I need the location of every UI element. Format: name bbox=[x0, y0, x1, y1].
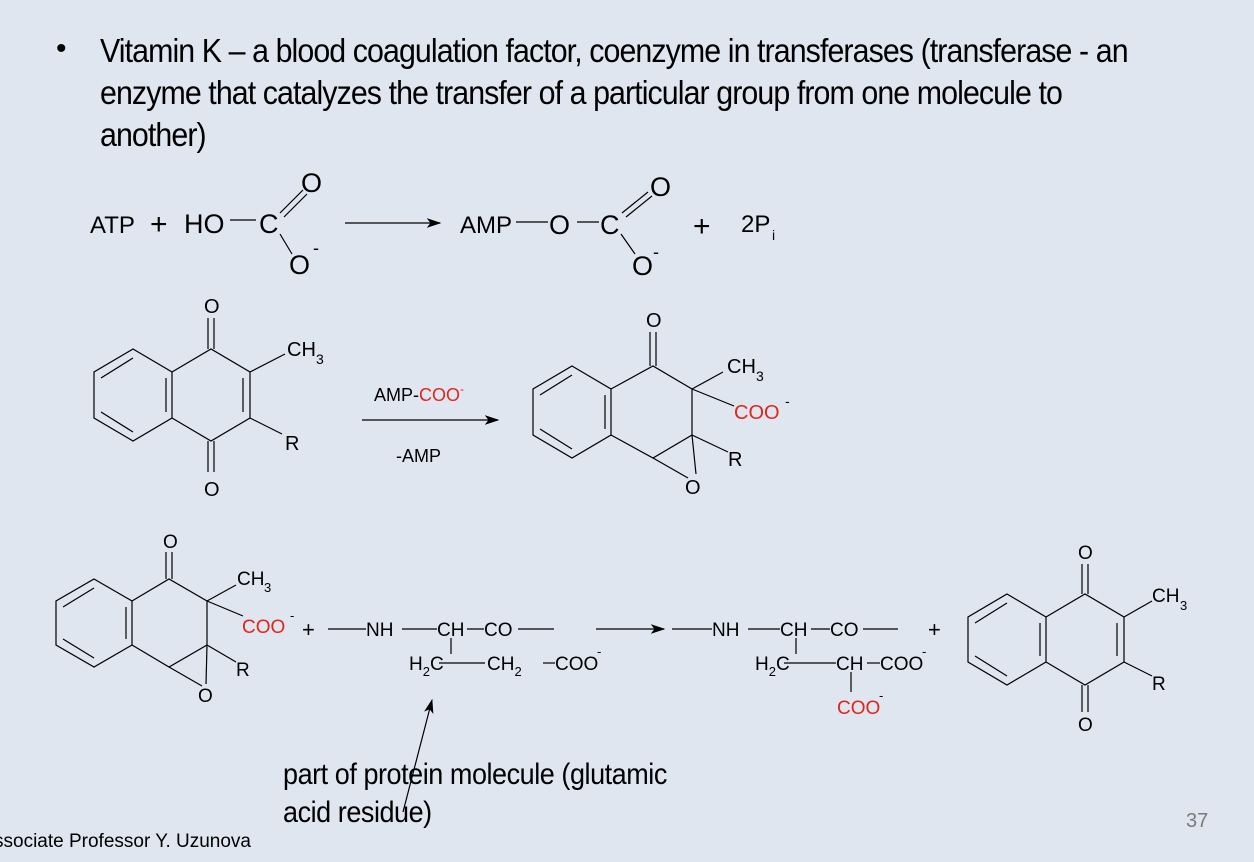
oxygen-label: O bbox=[1078, 543, 1093, 564]
reaction-2-product-structure bbox=[532, 332, 735, 479]
methyl-label: CH bbox=[727, 356, 756, 378]
reaction-3-quinone-structure bbox=[967, 564, 1153, 712]
charge-minus: - bbox=[597, 644, 601, 659]
methyl-label: CH bbox=[287, 339, 316, 361]
epoxide-oxygen-label: O bbox=[198, 686, 213, 707]
bullet-text: Vitamin K – a blood coagulation factor, … bbox=[100, 32, 1129, 153]
reaction-2-reactant-structure bbox=[93, 318, 286, 472]
nh-label: NH bbox=[366, 620, 393, 641]
methylene-label: CH2 bbox=[487, 654, 522, 679]
methyl-subscript: 3 bbox=[264, 580, 271, 595]
plus-sign: + bbox=[150, 208, 168, 241]
atp-label: ATP bbox=[90, 212, 135, 239]
callout-text: part of protein molecule (glutamic acid … bbox=[283, 758, 667, 829]
methyl-subscript: 3 bbox=[756, 368, 764, 384]
methylene-label: H2C bbox=[755, 654, 790, 679]
oxygen-label: O bbox=[632, 251, 653, 281]
gamma-carbon-label: CH bbox=[836, 654, 863, 675]
oxygen-label: O bbox=[1078, 715, 1093, 736]
charge-minus: - bbox=[290, 608, 294, 623]
carbon-label: C bbox=[600, 210, 620, 240]
charge-minus: - bbox=[653, 242, 659, 262]
methyl-label: CH bbox=[1152, 586, 1179, 607]
charge-minus: - bbox=[879, 688, 883, 703]
plus-sign: + bbox=[302, 617, 315, 642]
phosphate-label: 2P bbox=[741, 211, 770, 238]
epoxide-oxygen-label: O bbox=[685, 477, 701, 499]
oxygen-label: O bbox=[204, 296, 220, 318]
ho-label: HO bbox=[184, 209, 225, 239]
glutamate-residue-bonds bbox=[328, 628, 555, 664]
nh-label: NH bbox=[712, 620, 739, 641]
reaction-1 bbox=[230, 189, 653, 255]
oxygen-label: O bbox=[650, 172, 671, 202]
callout-arrow bbox=[402, 698, 434, 813]
gla-residue-bonds bbox=[672, 628, 898, 692]
amp-label: AMP bbox=[460, 212, 512, 239]
bullet-symbol: • bbox=[56, 32, 67, 65]
r-group-label: R bbox=[1152, 674, 1166, 695]
alpha-carbon-label: CH bbox=[780, 620, 807, 641]
oxygen-label: O bbox=[204, 479, 220, 501]
carbon-label: C bbox=[259, 209, 279, 239]
oxygen-label: O bbox=[289, 250, 310, 280]
carboxylate-label: COO bbox=[880, 654, 923, 675]
methyl-subscript: 3 bbox=[316, 351, 324, 367]
charge-minus: - bbox=[785, 393, 790, 409]
oxygen-label: O bbox=[549, 210, 570, 240]
charge-minus: - bbox=[313, 238, 319, 258]
carbonyl-label: CO bbox=[830, 620, 859, 641]
charge-minus: - bbox=[922, 644, 926, 659]
gamma-carboxylate-label: COO bbox=[837, 698, 880, 719]
slide-footer: ssociate Professor Y. Uzunova bbox=[0, 831, 251, 852]
methyl-label: CH bbox=[237, 569, 264, 590]
carboxylate-label: COO bbox=[555, 654, 598, 675]
carboxylate-label: COO bbox=[734, 402, 780, 424]
r-group-label: R bbox=[728, 449, 742, 471]
reaction-3-epoxide-structure bbox=[55, 552, 244, 687]
methyl-subscript: 3 bbox=[1180, 598, 1187, 613]
r-group-label: R bbox=[285, 433, 299, 455]
carboxylate-label: COO bbox=[242, 617, 285, 638]
oxygen-label: O bbox=[646, 310, 662, 332]
carbonyl-label: CO bbox=[484, 620, 513, 641]
page-number: 37 bbox=[1186, 810, 1209, 832]
plus-sign: + bbox=[693, 210, 711, 243]
alpha-carbon-label: CH bbox=[437, 620, 464, 641]
phosphate-subscript: i bbox=[772, 227, 775, 243]
oxygen-label: O bbox=[301, 168, 322, 198]
plus-sign: + bbox=[928, 617, 941, 642]
reagent-label: AMP-COO- bbox=[374, 382, 464, 405]
byproduct-label: -AMP bbox=[396, 446, 441, 466]
methylene-label: H2C bbox=[409, 654, 444, 679]
r-group-label: R bbox=[236, 660, 250, 681]
oxygen-label: O bbox=[163, 532, 178, 553]
